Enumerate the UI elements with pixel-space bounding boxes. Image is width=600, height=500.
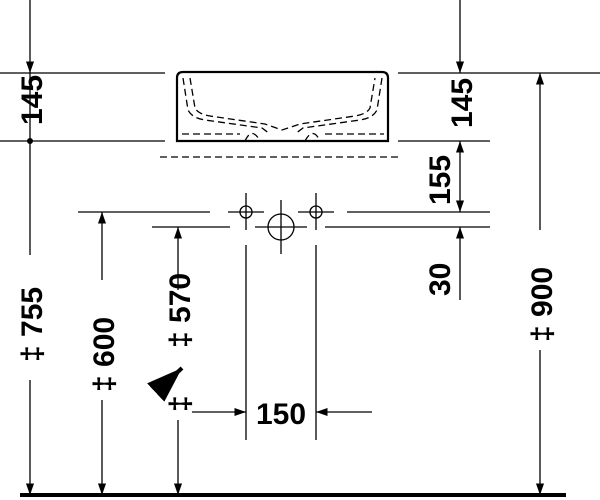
reference-lines: [0, 72, 600, 497]
dim-600: ‡ 600: [88, 317, 121, 392]
dim-755: ‡ 755: [16, 287, 49, 362]
drain-hole: [255, 200, 307, 254]
dim-145-left: 145: [16, 75, 49, 125]
basin-outline: [175, 70, 390, 143]
dim-150: 150: [256, 398, 306, 431]
dim-570: ‡ 570: [164, 273, 197, 348]
dim-30: 30: [424, 263, 457, 296]
dim-900: ‡ 900: [526, 267, 559, 342]
dim-145-right: 145: [446, 78, 479, 128]
slope-arrow-icon: [147, 366, 184, 402]
dim-155: 155: [424, 155, 457, 205]
tap-hole-left: [228, 193, 264, 230]
tap-hole-right: [298, 193, 334, 230]
dim-plus-minus-mark: ‡: [164, 395, 197, 412]
